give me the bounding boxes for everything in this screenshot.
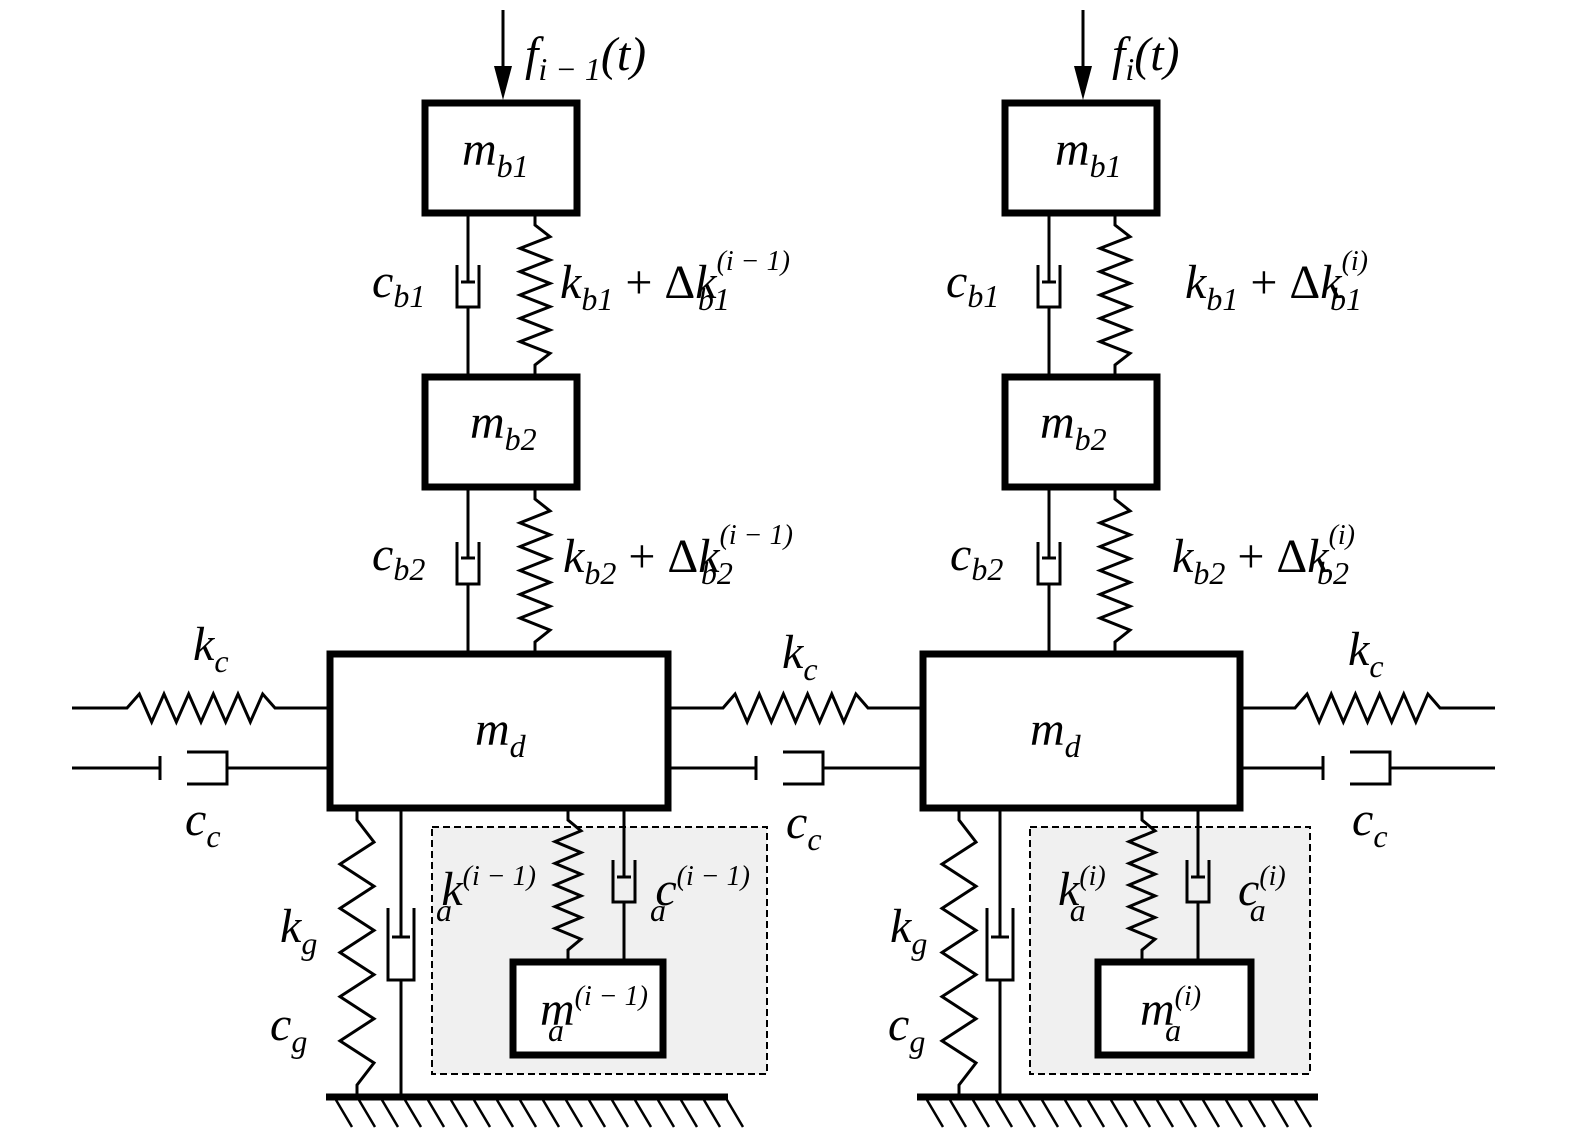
unit-prev-mb2-label: mb2 [470, 396, 537, 457]
unit-prev-kb2-label: kb2 + Δk(i − 1)b2 [563, 520, 793, 591]
unit-prev-ca-damper [611, 808, 637, 962]
unit-prev-ma-label: m(i − 1)a [540, 981, 648, 1048]
unit-prev-mb1-box [421, 99, 581, 217]
unit-prev-kg-label: kg [280, 900, 317, 961]
unit-prev-md-box [326, 650, 672, 812]
unit-prev-md-label: md [475, 703, 527, 764]
cc-damper-right [1240, 750, 1495, 786]
unit-curr-cb2-damper [1036, 487, 1062, 654]
unit-prev-mb1-label: mb1 [462, 123, 529, 184]
kc-spring-right [1240, 690, 1495, 726]
unit-prev-cg-damper [386, 808, 416, 1097]
unit-curr-mb1-box [1001, 99, 1161, 217]
unit-curr-ma-box [1094, 958, 1255, 1059]
unit-prev-force-label: fi − 1(t) [525, 28, 646, 87]
unit-prev-mb2-box [421, 373, 581, 491]
unit-curr-mb2-label: mb2 [1040, 396, 1107, 457]
unit-curr-md-label: md [1030, 703, 1082, 764]
kc-label-middle: kc [782, 626, 818, 687]
kc-label-left: kc [193, 618, 229, 679]
unit-prev-cb2-damper [455, 487, 481, 654]
unit-curr-md-box [919, 650, 1244, 812]
unit-prev-kb2-spring [515, 487, 555, 654]
unit-prev-cb2-label: cb2 [372, 528, 425, 587]
unit-prev-cb1-damper [455, 213, 481, 377]
unit-curr-ma-label: m(i)a [1140, 981, 1201, 1048]
unit-curr-cg-damper [985, 808, 1015, 1097]
unit-prev-ka-spring [551, 808, 585, 962]
unit-curr-ka-label: k(i)a [1058, 861, 1106, 928]
unit-curr-force-label: fi(t) [1112, 28, 1180, 87]
unit-curr-ca-label: c(i)a [1238, 861, 1286, 928]
unit-curr-force-arrow [1074, 10, 1092, 100]
unit-curr-kg-spring [939, 808, 979, 1097]
cc-damper-middle [668, 750, 923, 786]
unit-prev-kb1-spring [515, 213, 555, 377]
cc-damper-left [72, 750, 330, 786]
kc-spring-middle [668, 690, 923, 726]
unit-curr-kg-label: kg [890, 900, 927, 961]
unit-curr-cb1-label: cb1 [946, 255, 999, 314]
unit-prev-ka-label: k(i − 1)a [436, 861, 536, 928]
kc-spring-left [72, 690, 330, 726]
cc-label-middle: cc [786, 796, 822, 857]
kc-label-right: kc [1348, 623, 1384, 684]
unit-curr-kb2-spring [1095, 487, 1135, 654]
cc-label-left: cc [185, 793, 221, 854]
unit-curr-ka-spring [1125, 808, 1159, 962]
cc-label-right: cc [1352, 793, 1388, 854]
unit-curr-cb2-label: cb2 [950, 528, 1003, 587]
unit-curr-cb1-damper [1036, 213, 1062, 377]
unit-curr-ground [917, 1093, 1318, 1128]
unit-prev-ca-label: c(i − 1)a [650, 861, 750, 928]
unit-prev-force-arrow [494, 10, 512, 100]
unit-prev-ma-box [509, 958, 667, 1059]
unit-curr-cg-label: cg [888, 998, 925, 1059]
unit-prev-kb1-label: kb1 + Δk(i − 1)b1 [560, 246, 790, 317]
unit-prev-ground [326, 1093, 745, 1128]
unit-curr-kb1-label: kb1 + Δk(i)b1 [1185, 246, 1368, 317]
unit-curr-ca-damper [1185, 808, 1211, 962]
unit-prev-cb1-label: cb1 [372, 255, 425, 314]
unit-curr-mb1-label: mb1 [1055, 123, 1122, 184]
unit-prev-cg-label: cg [270, 998, 307, 1059]
unit-curr-kb1-spring [1095, 213, 1135, 377]
unit-prev-kg-spring [337, 808, 377, 1097]
unit-curr-mb2-box [1001, 373, 1161, 491]
unit-curr-kb2-label: kb2 + Δk(i)b2 [1172, 520, 1355, 591]
